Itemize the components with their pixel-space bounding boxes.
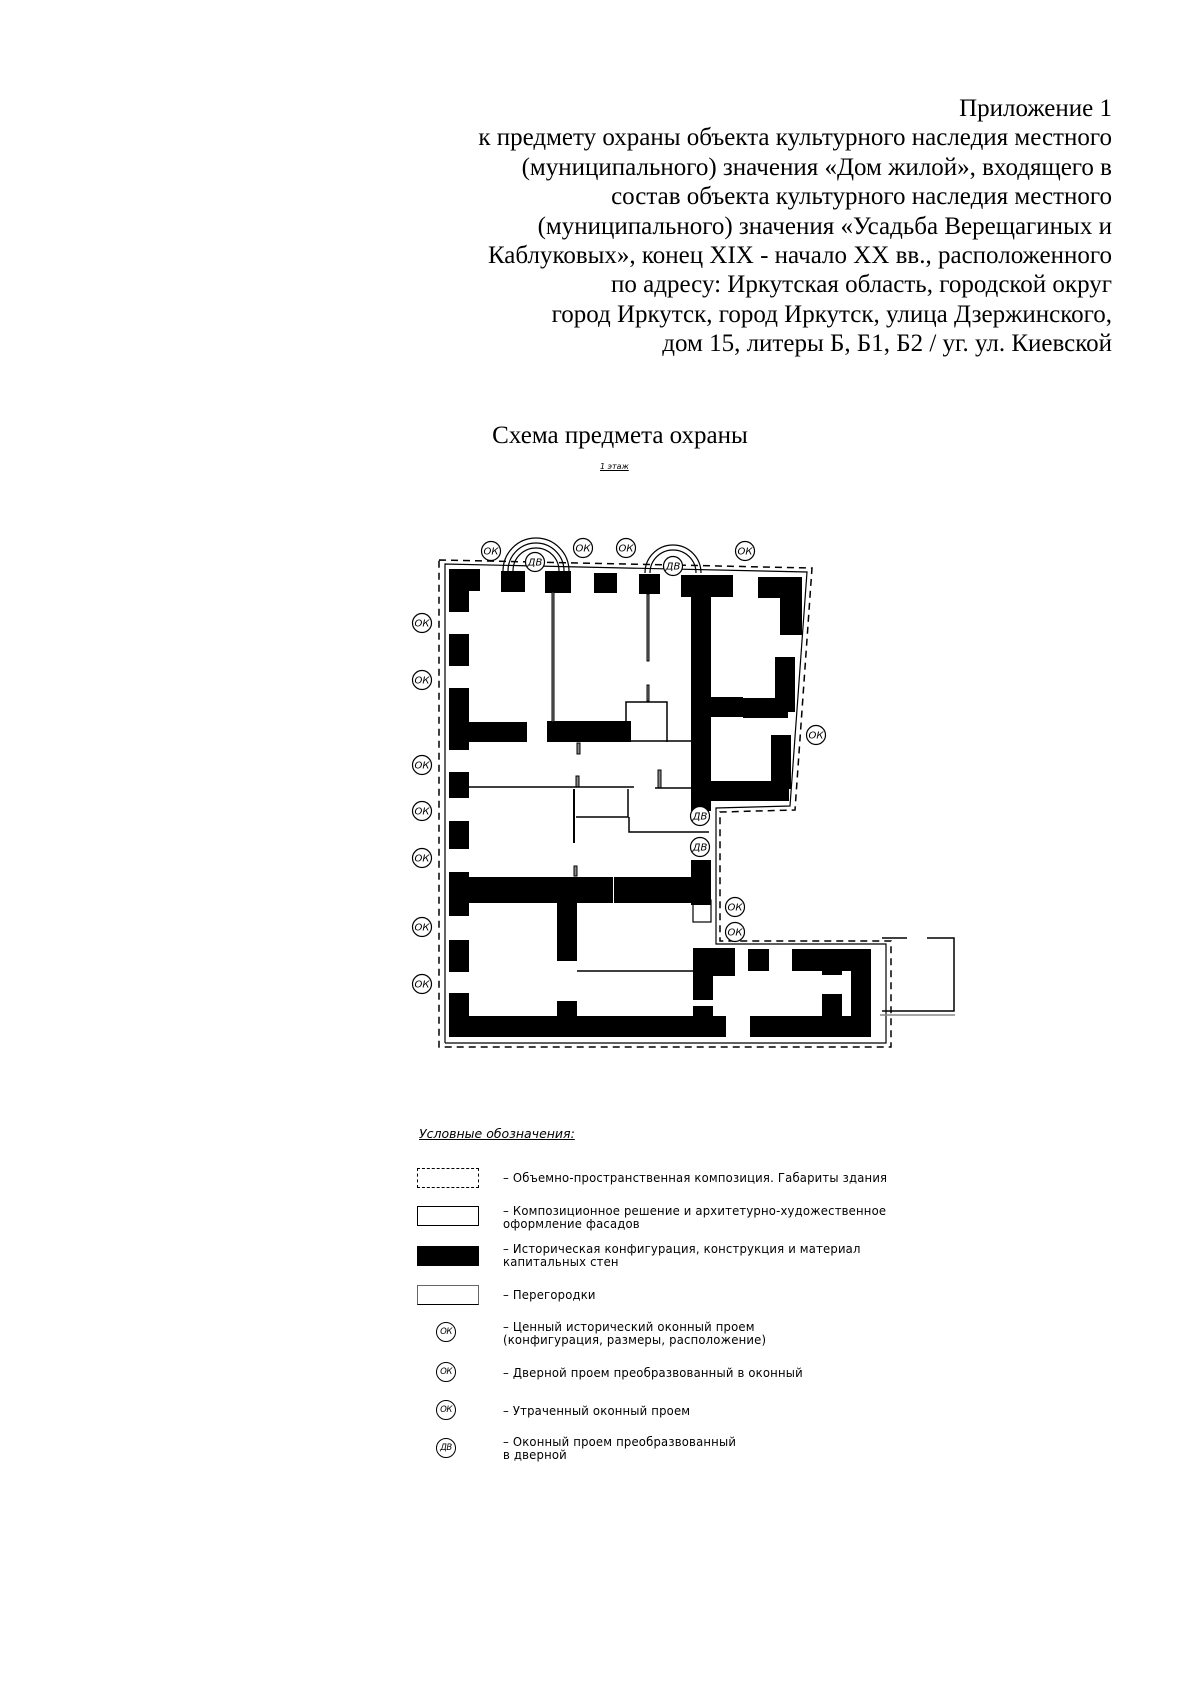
svg-text:ОК: ОК <box>415 619 431 630</box>
svg-text:ОК: ОК <box>728 903 744 914</box>
svg-text:ДВ: ДВ <box>692 843 708 854</box>
ok-symbol: ОК <box>436 1322 456 1342</box>
window-markers: ОК ДВ ОК ОК ДВ ОК ОК ОК ОК ОК ОК ОК ОК О… <box>411 537 827 995</box>
svg-text:ОК: ОК <box>619 544 635 555</box>
dv-symbol: ДВ <box>436 1438 456 1458</box>
ok-symbol: ОК <box>436 1400 456 1420</box>
svg-text:ДВ: ДВ <box>692 812 708 823</box>
ok-marker: ОК <box>411 847 433 869</box>
legend-text: – Ценный исторический оконный проем (кон… <box>503 1319 767 1347</box>
ok-marker: ОК <box>572 537 594 559</box>
header-line: дом 15, литеры Б, Б1, Б2 / уг. ул. Киевс… <box>662 330 1112 358</box>
svg-text:ОК: ОК <box>415 923 431 934</box>
porch <box>880 937 955 1016</box>
dv-marker: ДВ <box>524 551 546 573</box>
dv-marker: ДВ <box>689 805 711 827</box>
svg-text:ОК: ОК <box>484 547 500 558</box>
svg-text:ОК: ОК <box>738 547 754 558</box>
black-rect-symbol <box>417 1246 479 1266</box>
legend-text: – Историческая конфигурация, конструкция… <box>503 1241 861 1269</box>
legend-text: – Дверной проем преобразвованный в оконн… <box>503 1365 803 1380</box>
scheme-title: Схема предмета охраны <box>492 422 748 449</box>
ok-marker: ОК <box>724 921 746 943</box>
ok-marker: ОК <box>805 724 827 746</box>
svg-text:ОК: ОК <box>415 676 431 687</box>
ok-marker: ОК <box>411 800 433 822</box>
ok-marker: ОК <box>480 540 502 562</box>
legend-text: – Оконный проем преобразвованный в дверн… <box>503 1434 737 1462</box>
svg-text:ОК: ОК <box>809 731 825 742</box>
ok-marker: ОК <box>411 973 433 995</box>
svg-text:ОК: ОК <box>415 761 431 772</box>
ok-symbol: ОК <box>436 1362 456 1382</box>
door-arches <box>502 537 702 574</box>
ok-marker: ОК <box>615 537 637 559</box>
legend-text: – Композиционное решение и архитетурно-х… <box>503 1203 887 1231</box>
svg-text:ОК: ОК <box>728 928 744 939</box>
svg-text:ОК: ОК <box>415 854 431 865</box>
header-line: по адресу: Иркутская область, городской … <box>611 271 1112 299</box>
capital-walls <box>449 569 871 1037</box>
svg-text:ДВ: ДВ <box>665 562 681 573</box>
building-envelope-dashed <box>438 559 892 1048</box>
partitions <box>469 591 712 972</box>
legend-text: – Объемно-пространственная композиция. Г… <box>503 1170 888 1185</box>
header-line: Приложение 1 <box>959 95 1112 122</box>
ok-marker: ОК <box>724 896 746 918</box>
ok-marker: ОК <box>411 669 433 691</box>
outline-rect-symbol <box>417 1206 479 1226</box>
legend-text: – Утраченный оконный проем <box>503 1403 691 1418</box>
header-line: состав объекта культурного наследия мест… <box>611 183 1112 211</box>
header-line: Каблуковых», конец XIX - начало XX вв., … <box>487 242 1112 270</box>
ok-marker: ОК <box>734 540 756 562</box>
header-line: к предмету охраны объекта культурного на… <box>478 124 1112 152</box>
dv-marker: ДВ <box>689 836 711 858</box>
svg-text:ОК: ОК <box>415 980 431 991</box>
facade-outline <box>444 563 887 1044</box>
legend-title: Условные обозначения: <box>419 1126 575 1141</box>
ok-marker: ОК <box>411 612 433 634</box>
floor-label: 1 этаж <box>600 462 629 471</box>
dashed-rect-symbol <box>417 1168 479 1188</box>
thin-rect-symbol <box>417 1285 479 1305</box>
header-line: (муниципального) значения «Дом жилой», в… <box>521 153 1112 181</box>
header-line: (муниципального) значения «Усадьба Верещ… <box>537 212 1112 240</box>
legend-text: – Перегородки <box>503 1287 596 1302</box>
ok-marker: ОК <box>411 754 433 776</box>
header-line: город Иркутск, город Иркутск, улица Дзер… <box>551 300 1112 328</box>
svg-text:ОК: ОК <box>415 807 431 818</box>
appendix-header: Приложение 1 к предмету охраны объекта к… <box>352 94 1112 359</box>
svg-text:ДВ: ДВ <box>527 558 543 569</box>
ok-marker: ОК <box>411 916 433 938</box>
dv-marker: ДВ <box>662 555 684 577</box>
svg-text:ОК: ОК <box>576 544 592 555</box>
